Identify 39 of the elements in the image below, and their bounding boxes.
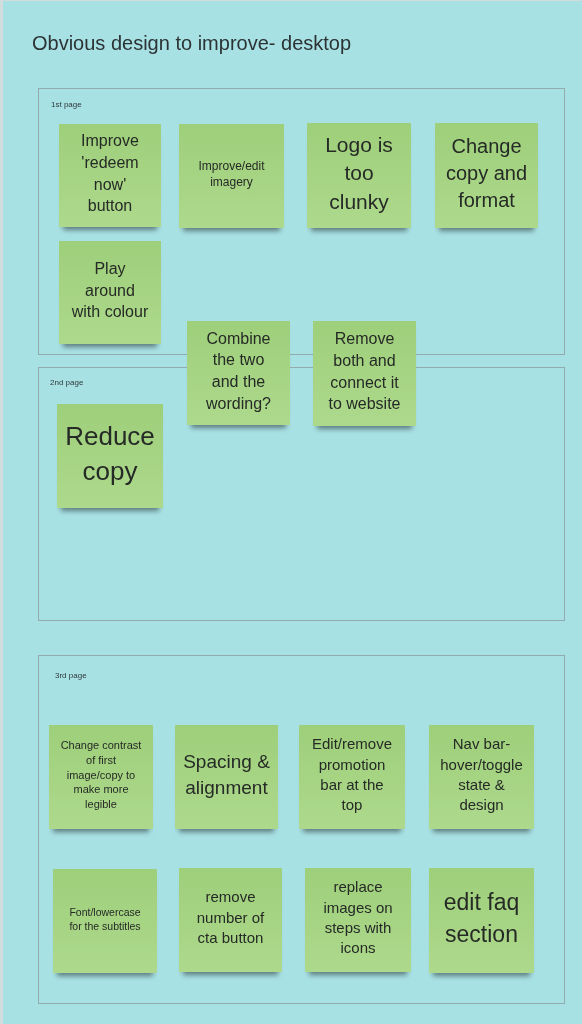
sticky-note — [307, 123, 411, 228]
sticky-note — [49, 725, 153, 829]
note-text: Nav bar- hover/toggle state & design — [439, 734, 524, 816]
note-text: Font/lowercase for the subtitles — [68, 904, 142, 934]
note-text: replace images on steps with icons — [322, 877, 394, 959]
note-text: Play around with colour — [70, 258, 150, 323]
sticky-note — [187, 321, 290, 425]
frame-label: 3rd page — [55, 672, 87, 680]
sticky-note — [429, 725, 534, 829]
sticky-note — [179, 124, 284, 228]
sticky-note — [299, 725, 405, 829]
note-text: Change contrast of first image/copy to make more legible — [59, 737, 143, 813]
page-frame — [38, 655, 565, 1004]
note-text: Remove both and connect it to website — [327, 329, 402, 415]
frame-label: 1st page — [51, 101, 82, 109]
note-text: Logo is too clunky — [324, 131, 394, 215]
note-text: Spacing & alignment — [182, 750, 271, 800]
frame-label: 2nd page — [50, 379, 84, 387]
note-text: edit faq section — [442, 888, 521, 949]
note-text: Change copy and format — [444, 133, 529, 214]
sticky-note — [313, 321, 416, 426]
sticky-note — [59, 241, 161, 344]
page-frame — [38, 367, 565, 621]
board-title: Obvious design to improve- desktop — [32, 31, 352, 56]
sticky-note — [429, 868, 534, 973]
note-text: Improve 'redeem now' button — [80, 131, 140, 217]
note-text: Edit/remove promotion bar at the top — [310, 734, 393, 816]
note-text: Improve/edit imagery — [197, 157, 266, 191]
sticky-note — [53, 869, 157, 973]
note-text: remove number of cta button — [195, 887, 266, 949]
sticky-note — [59, 124, 161, 227]
sticky-note — [179, 868, 282, 972]
sticky-note — [175, 725, 278, 829]
sticky-note — [305, 868, 411, 972]
note-text: Combine the two and the wording? — [205, 328, 272, 414]
page-frame — [38, 88, 565, 355]
sticky-note — [57, 404, 163, 508]
note-text: Reduce copy — [64, 419, 156, 488]
sticky-note — [435, 123, 538, 228]
